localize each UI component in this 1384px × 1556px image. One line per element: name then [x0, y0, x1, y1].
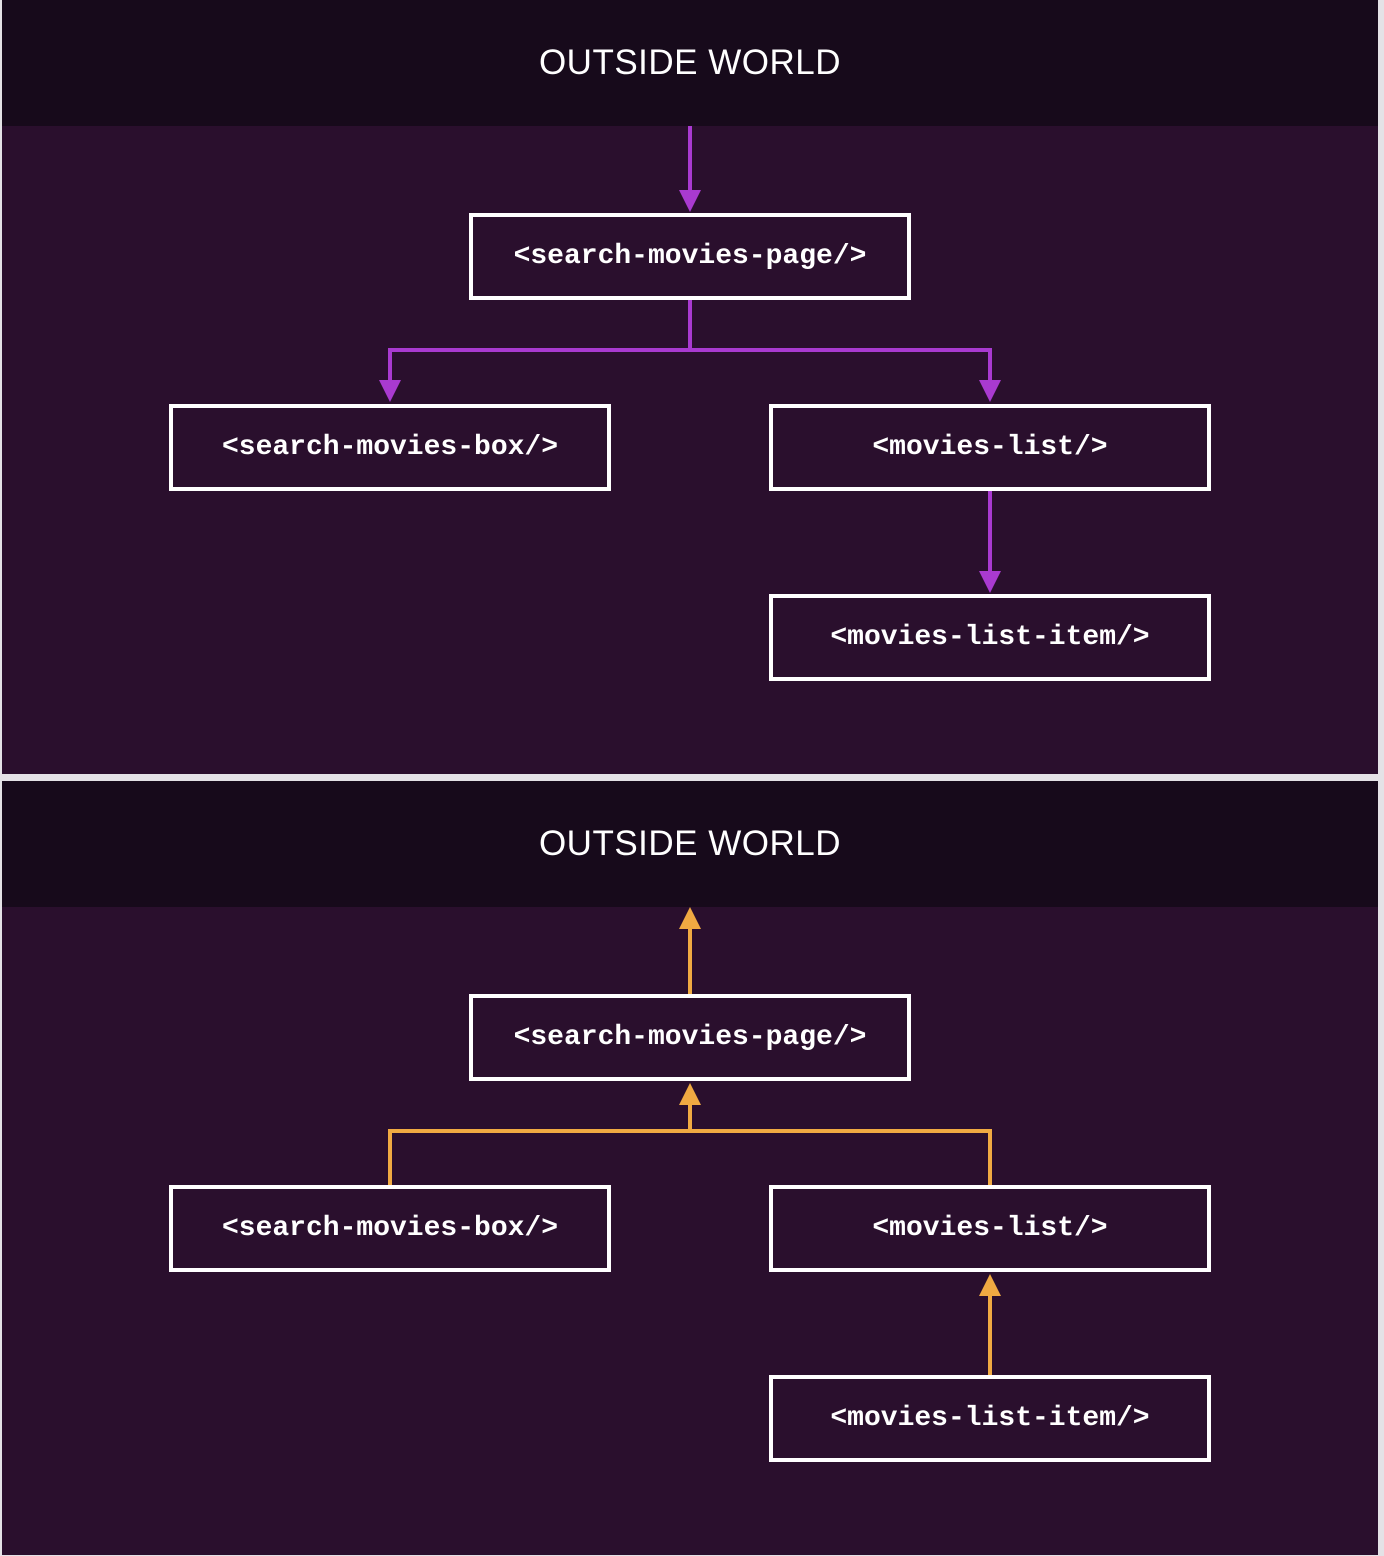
top-diagram-panel: OUTSIDE WORLD <search-movies-page/> <sea…: [2, 0, 1378, 774]
bottom-connector-lines: [388, 907, 1001, 1375]
node-movies-list-item: <movies-list-item/>: [769, 594, 1211, 681]
node-search-movies-box: <search-movies-box/>: [169, 404, 611, 491]
top-connector-lines: [379, 126, 1001, 593]
bottom-diagram-panel: OUTSIDE WORLD <search-movies-page/> <sea…: [2, 781, 1378, 1555]
arrowhead-list: [979, 380, 1001, 402]
arrowhead-outside: [679, 907, 701, 929]
box-to-branch-line: [388, 1129, 690, 1185]
arrowhead-item: [979, 571, 1001, 593]
node-search-movies-box: <search-movies-box/>: [169, 1185, 611, 1272]
arrowhead-box: [379, 380, 401, 402]
top-header-title: OUTSIDE WORLD: [538, 43, 842, 82]
node-movies-list: <movies-list/>: [769, 1185, 1211, 1272]
top-header-bar: OUTSIDE WORLD: [2, 0, 1378, 126]
bottom-header-title: OUTSIDE WORLD: [538, 824, 842, 863]
list-to-branch-line: [690, 1129, 992, 1185]
bottom-header-bar: OUTSIDE WORLD: [2, 781, 1378, 907]
node-movies-list: <movies-list/>: [769, 404, 1211, 491]
node-movies-list-item: <movies-list-item/>: [769, 1375, 1211, 1462]
node-search-movies-page: <search-movies-page/>: [469, 994, 911, 1081]
branch-to-list-line: [690, 348, 992, 386]
arrowhead-page-up: [679, 1083, 701, 1105]
node-search-movies-page: <search-movies-page/>: [469, 213, 911, 300]
arrowhead-list-up: [979, 1274, 1001, 1296]
branch-to-box-line: [388, 348, 690, 386]
arrowhead-page: [679, 190, 701, 212]
